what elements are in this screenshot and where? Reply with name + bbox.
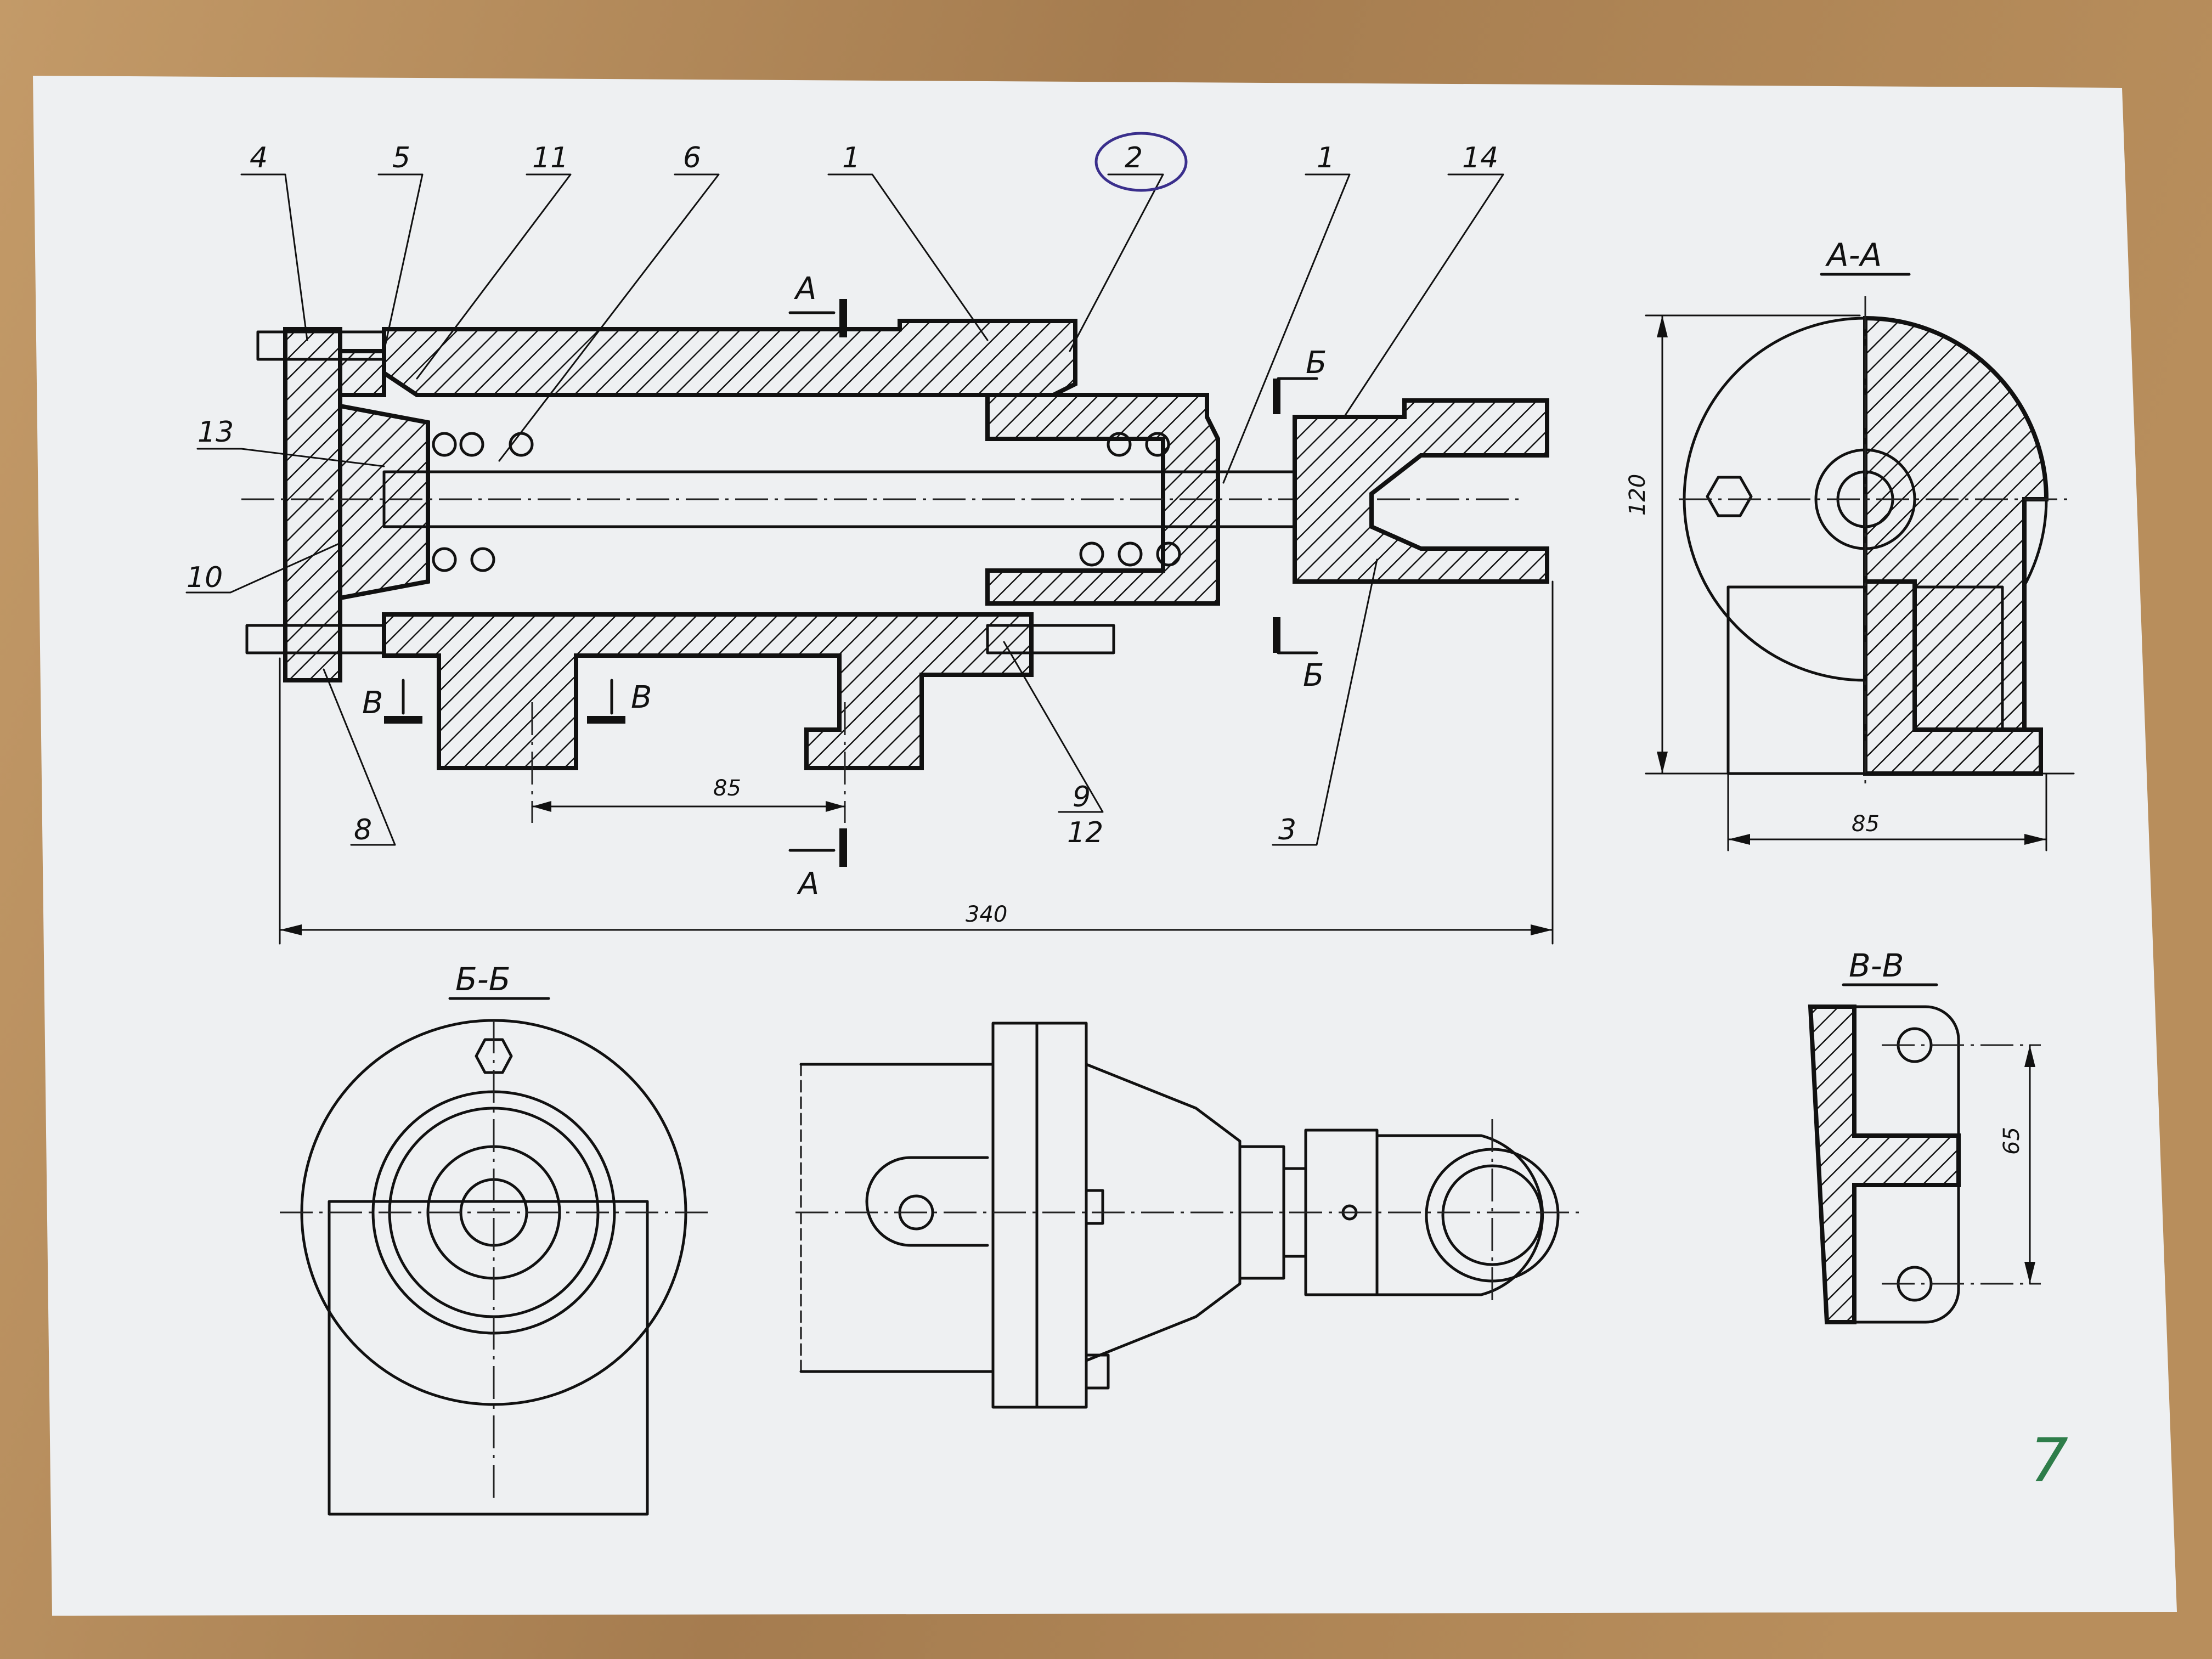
part-labels: 4 5 11 6 1 2 1 14 13 10 8 9 12 3 [187, 142, 1498, 849]
view-aa: А-А 120 85 [1625, 236, 2075, 851]
part-label: 4 [250, 142, 268, 174]
section-markers: А А Б Б В В [362, 271, 1327, 902]
main-dimensions: 85 340 [279, 580, 1554, 945]
part-label: 1 [842, 142, 860, 174]
dimension-85: 85 [1852, 811, 1880, 837]
paper-sheet [33, 76, 2177, 1616]
leader-lines [185, 132, 1504, 846]
part-label: 13 [198, 416, 234, 449]
exterior-view [795, 1022, 1580, 1409]
part-label: 3 [1278, 814, 1296, 847]
dimension-85: 85 [713, 776, 741, 801]
part-label: 11 [532, 142, 568, 174]
view-vv: В-В 65 [1808, 947, 2041, 1324]
page-number: 7 [2030, 1425, 2068, 1496]
part-label: 1 [1317, 142, 1335, 174]
part-label: 10 [187, 561, 223, 594]
view-title-vv: В-В [1849, 947, 1904, 984]
part-label: 8 [354, 814, 372, 847]
part-label-circled: 2 [1125, 142, 1143, 174]
section-mark-b: Б [1306, 345, 1327, 381]
section-mark-v: В [631, 680, 652, 715]
section-mark-v: В [362, 685, 383, 721]
part-label: 6 [683, 142, 701, 174]
view-title-bb: Б-Б [455, 961, 511, 998]
main-section-view [241, 319, 1549, 823]
dimension-65: 65 [1999, 1127, 2024, 1155]
part-label: 9 [1073, 781, 1091, 814]
dimension-340: 340 [966, 902, 1007, 927]
part-label: 14 [1462, 142, 1498, 174]
part-label: 12 [1067, 816, 1103, 849]
view-title-aa: А-А [1825, 236, 1882, 274]
part-label: 5 [392, 142, 410, 174]
section-mark-b: Б [1303, 658, 1324, 693]
highlight-circle [1094, 132, 1188, 192]
section-mark-a: А [794, 271, 816, 307]
view-bb: Б-Б [280, 961, 708, 1516]
section-mark-a: А [797, 866, 819, 902]
dimension-120: 120 [1625, 474, 1650, 516]
